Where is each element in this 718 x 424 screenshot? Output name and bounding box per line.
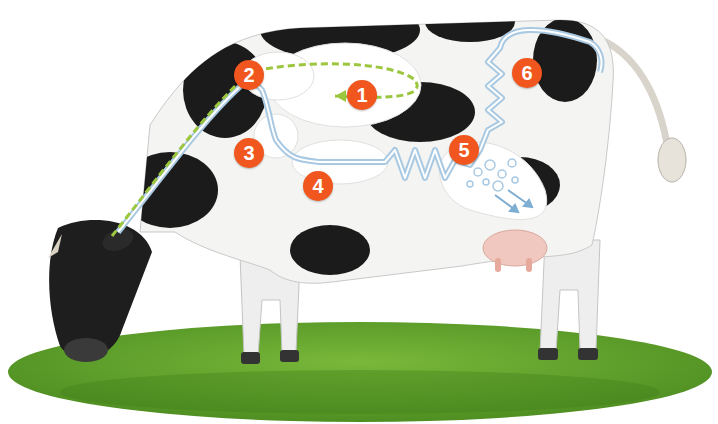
callout-number: 2 — [234, 60, 264, 90]
cow-muzzle — [64, 338, 108, 362]
feed-arrowhead — [335, 90, 346, 102]
hoof — [280, 350, 299, 362]
callout-text: 1 — [356, 85, 367, 105]
callout-number: 4 — [303, 171, 333, 201]
udder — [483, 230, 547, 266]
callout-text: 3 — [243, 143, 254, 163]
callout-number: 3 — [234, 138, 264, 168]
callout-number: 5 — [449, 135, 479, 165]
callout-number: 1 — [347, 80, 377, 110]
callout-number: 6 — [512, 58, 542, 88]
cow-horn — [48, 234, 62, 258]
feed-path — [112, 64, 417, 236]
callout-text: 6 — [521, 63, 532, 83]
teat — [526, 258, 532, 272]
digestive-tract — [118, 30, 602, 232]
cow-tail — [606, 42, 668, 150]
fermentation-bubbles — [467, 159, 518, 191]
absorption-arrows — [495, 190, 532, 212]
callout-text: 5 — [458, 140, 469, 160]
grass-shadow — [60, 370, 660, 414]
cow-head — [49, 220, 152, 358]
hoof — [241, 352, 260, 364]
teat — [495, 258, 501, 272]
hoof — [538, 348, 558, 360]
tail-tuft — [658, 138, 686, 182]
digestive-tract-core — [118, 30, 602, 232]
callout-text: 4 — [312, 176, 323, 196]
callout-text: 2 — [243, 65, 254, 85]
hoof — [578, 348, 598, 360]
